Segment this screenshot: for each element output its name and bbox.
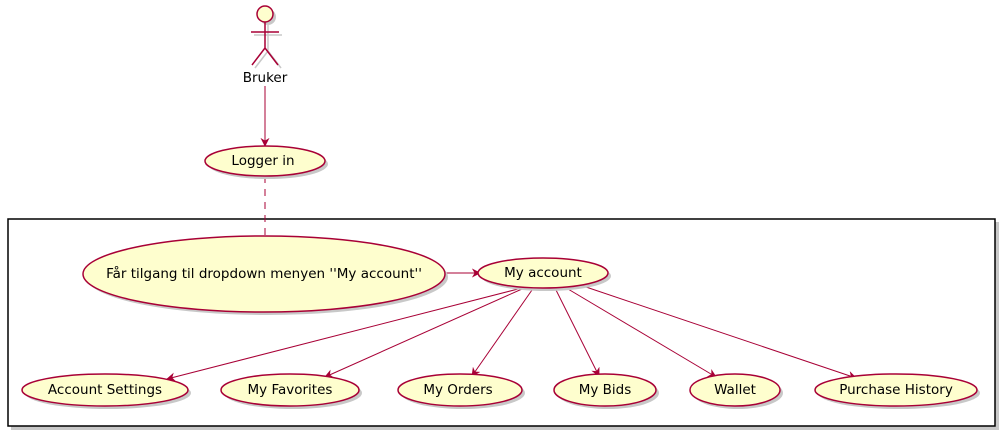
- usecase-my-favorites: My Favorites: [220, 373, 362, 409]
- edge-myaccount-my-bids: [555, 289, 600, 377]
- edge-myaccount-my-favorites: [324, 288, 523, 378]
- edge-myaccount-wallet: [567, 288, 717, 378]
- actor-bruker: Bruker: [243, 5, 288, 86]
- usecase-my-bids-label: My Bids: [579, 382, 632, 398]
- usecase-wallet-label: Wallet: [714, 382, 756, 398]
- actor-stick-figure-icon: [251, 5, 282, 69]
- usecase-logger-in-label: Logger in: [231, 153, 294, 169]
- actor-label: Bruker: [243, 70, 288, 86]
- usecase-purchase-history: Purchase History: [814, 373, 980, 409]
- usecase-my-account: My account: [477, 257, 611, 291]
- usecase-my-orders: My Orders: [397, 373, 525, 409]
- usecase-my-favorites-label: My Favorites: [248, 382, 333, 398]
- usecase-my-bids: My Bids: [553, 373, 659, 409]
- usecase-account-settings: Account Settings: [21, 373, 191, 409]
- usecase-dropdown-access: Får tilgang til dropdown menyen ''My acc…: [82, 235, 448, 315]
- usecase-account-settings-label: Account Settings: [48, 382, 162, 398]
- usecase-my-account-label: My account: [504, 265, 582, 281]
- usecase-wallet: Wallet: [689, 373, 783, 409]
- edge-myaccount-my-orders: [471, 289, 533, 377]
- usecase-purchase-history-label: Purchase History: [839, 382, 953, 398]
- usecase-my-orders-label: My Orders: [423, 382, 492, 398]
- edge-myaccount-purchase-history: [585, 286, 857, 380]
- usecase-logger-in: Logger in: [204, 145, 328, 179]
- usecase-dropdown-access-label: Får tilgang til dropdown menyen ''My acc…: [106, 265, 422, 282]
- edge-myaccount-account-settings: [166, 288, 519, 382]
- edges: [166, 86, 857, 382]
